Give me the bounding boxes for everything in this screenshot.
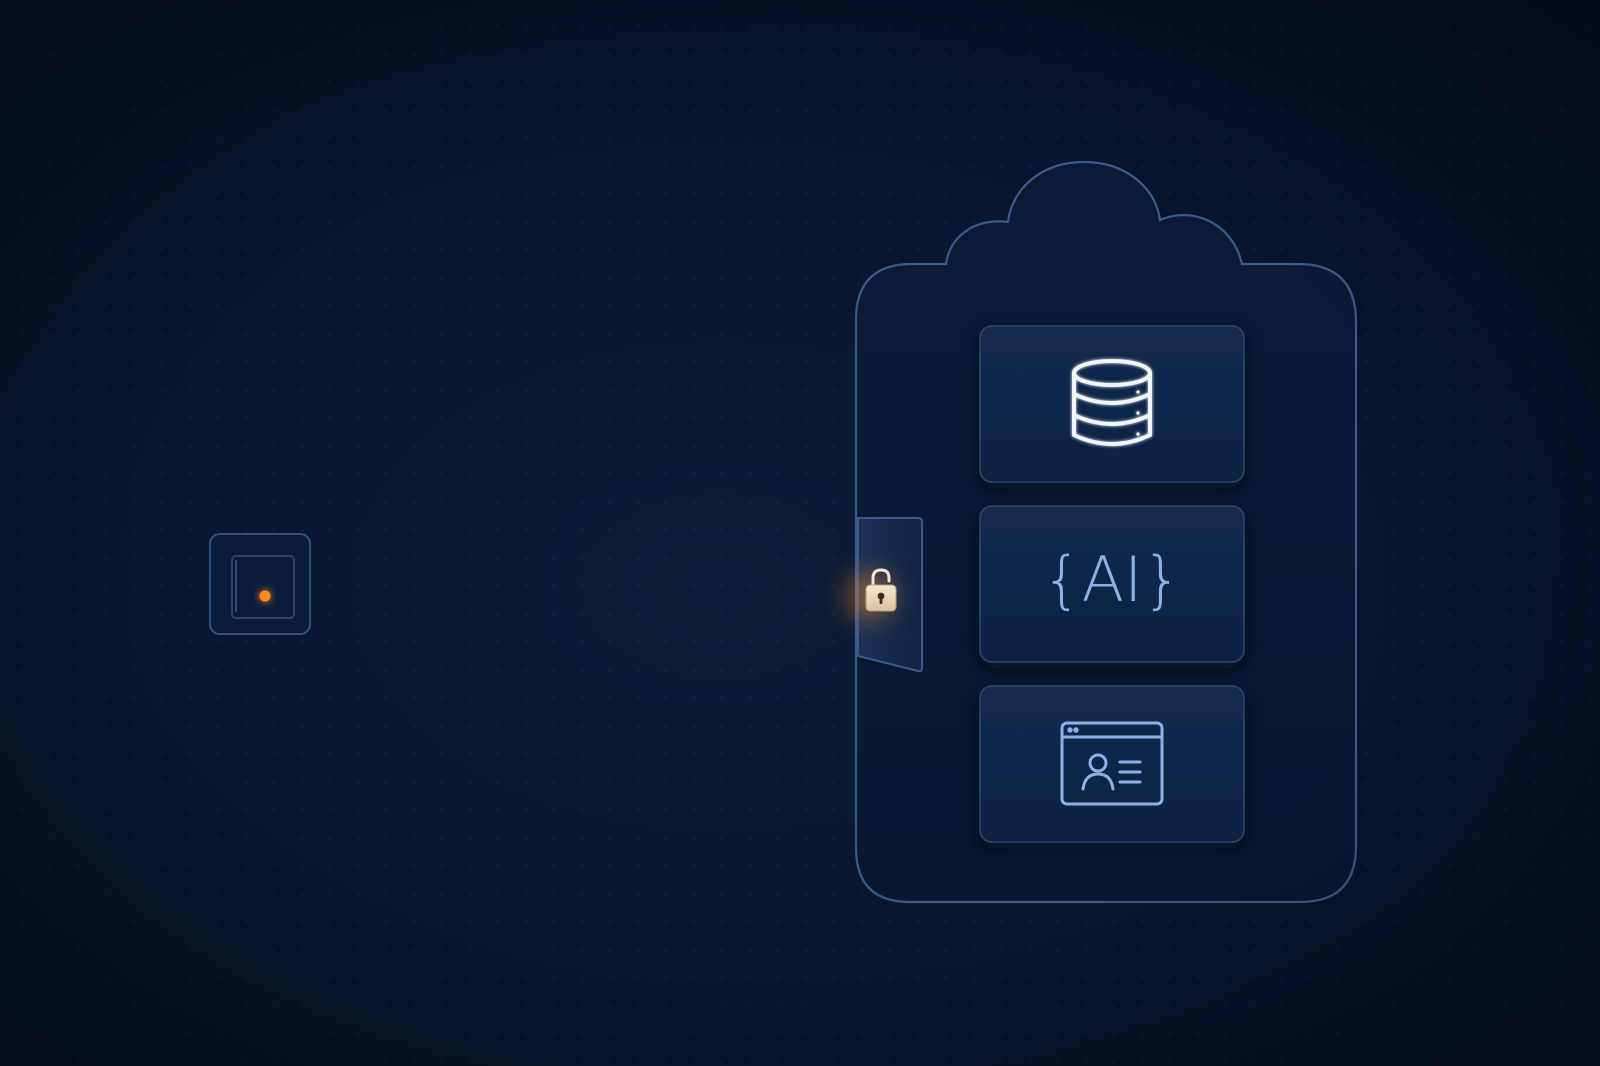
- ai-braces-text: {AI}: [1042, 543, 1182, 616]
- ai-braces-icon: {AI}: [1042, 543, 1182, 616]
- padlock-icon: [848, 568, 897, 618]
- source-node[interactable]: [209, 533, 311, 635]
- database-icon: [1072, 359, 1152, 446]
- service-card-ai[interactable]: [979, 505, 1245, 663]
- service-card-profile[interactable]: [979, 685, 1245, 843]
- profile-window-icon: [1060, 721, 1164, 806]
